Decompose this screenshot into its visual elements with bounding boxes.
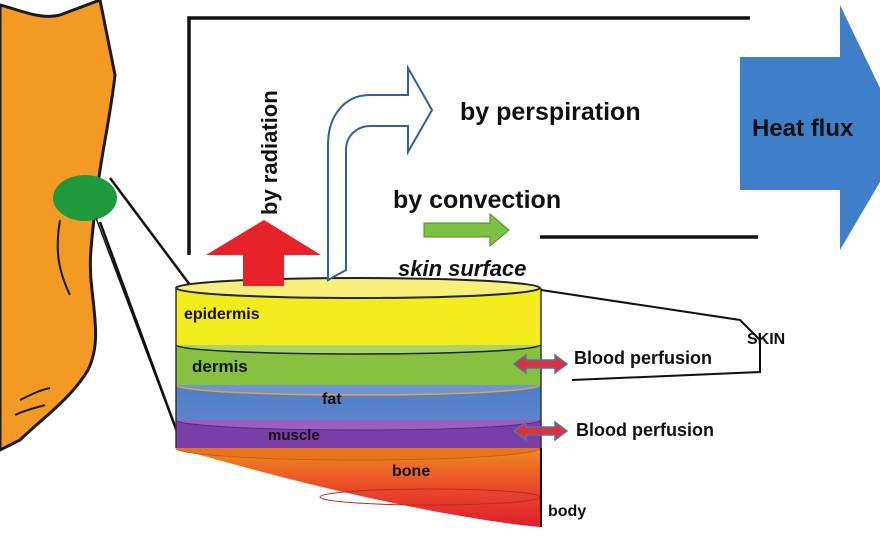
convection-label: by convection <box>393 186 561 214</box>
skin-bracket <box>540 289 761 381</box>
layer-label-epidermis: epidermis <box>184 306 260 323</box>
radiation-label: by radiation <box>257 90 282 215</box>
zoom-line-top <box>108 177 192 286</box>
layer-label-bone: bone <box>392 463 430 480</box>
layer-label-dermis: dermis <box>192 357 248 376</box>
layer-label-fat: fat <box>322 391 342 408</box>
perspiration-arrow <box>327 64 434 282</box>
tissue-cylinder <box>175 277 542 527</box>
measurement-site-icon <box>53 175 117 221</box>
blood-perfusion-label-1: Blood perfusion <box>574 348 712 368</box>
convection-arrow <box>423 212 510 248</box>
radiation-arrow <box>206 220 321 286</box>
heat-flux-label: Heat flux <box>752 115 854 142</box>
layer-label-muscle: muscle <box>268 427 320 444</box>
leg-icon <box>0 0 117 452</box>
blood-perfusion-label-2: Blood perfusion <box>576 420 714 440</box>
perfusion-arrow-1 <box>512 353 569 375</box>
perspiration-label: by perspiration <box>460 98 641 126</box>
body-label: body <box>548 503 586 520</box>
zoom-line-bottom2 <box>95 217 177 431</box>
perfusion-arrow-2 <box>512 420 569 442</box>
heat-flux-arrow <box>740 5 880 250</box>
skin-surface-label: skin surface <box>398 256 526 281</box>
frame-line <box>187 16 750 255</box>
skin-label: SKIN <box>747 331 785 348</box>
